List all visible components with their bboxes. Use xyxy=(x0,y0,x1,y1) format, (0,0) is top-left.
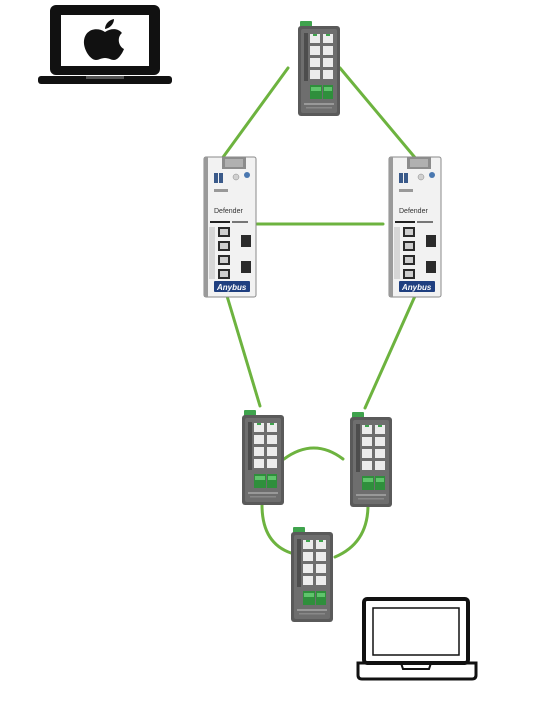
router-left: Defender Anybus xyxy=(203,156,257,298)
link-router-left-switch-ring-left xyxy=(225,294,262,408)
router-right-model-label: Defender xyxy=(399,208,428,215)
apple-logo-icon xyxy=(83,19,124,60)
laptop-icon xyxy=(356,597,478,681)
switch-ring-right xyxy=(350,412,392,507)
network-links xyxy=(219,66,419,559)
switch-top xyxy=(298,21,340,116)
link-switch-top-router-left xyxy=(219,66,290,162)
router-right: Defender Anybus xyxy=(388,156,442,298)
link-ring-left-ring-bottom xyxy=(260,503,293,555)
apple-laptop-icon xyxy=(38,5,172,84)
link-ring-left-ring-right xyxy=(282,446,345,461)
router-left-model-label: Defender xyxy=(214,208,243,215)
link-switch-top-router-right xyxy=(338,66,419,162)
router-right-brand-label: Anybus xyxy=(401,283,432,292)
switch-ring-left xyxy=(242,410,284,505)
router-left-brand-label: Anybus xyxy=(216,283,247,292)
link-ring-right-ring-bottom xyxy=(333,503,370,559)
link-router-right-switch-ring-right xyxy=(363,294,417,410)
switch-ring-bottom xyxy=(291,527,333,622)
